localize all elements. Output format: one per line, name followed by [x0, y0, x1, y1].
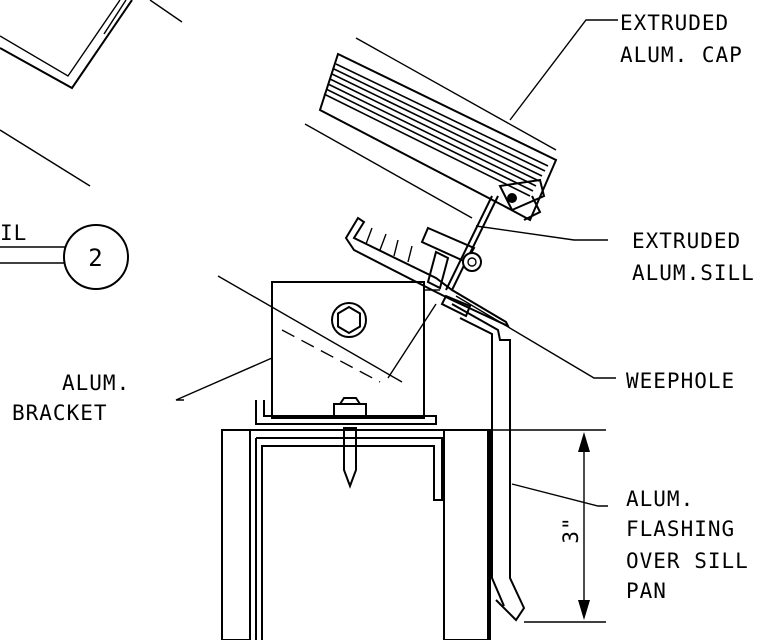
cap-stem	[445, 195, 499, 291]
sloped-glass-lines	[217, 37, 557, 383]
flashing-label-line1: ALUM.	[626, 487, 694, 511]
leaders	[175, 19, 618, 507]
weephole-label: WEEPHOLE	[626, 369, 735, 393]
sill-label-line1: EXTRUDED	[632, 229, 741, 253]
cap-label-line1: EXTRUDED	[620, 11, 729, 35]
dimension-3in: 3"	[490, 429, 606, 623]
flashing-label-line2: FLASHING	[626, 517, 735, 541]
detail-label-fragment: IL	[0, 221, 27, 245]
dimension-text: 3"	[559, 516, 583, 543]
alum-flashing	[451, 303, 526, 622]
flashing-label-line4: PAN	[626, 579, 667, 603]
detail-number: 2	[88, 244, 103, 272]
sill-label-line2: ALUM.SILL	[632, 261, 755, 285]
cap-label-line2: ALUM. CAP	[620, 43, 743, 67]
alum-bracket	[255, 281, 440, 425]
extruded-sill	[344, 216, 511, 329]
detail-bubble	[63, 224, 129, 290]
detail-reference: 2 IL	[0, 221, 129, 290]
bracket-bolt-head	[331, 302, 367, 338]
anchor-screw	[333, 397, 367, 489]
bracket-label-line2: BRACKET	[12, 401, 108, 425]
bracket-label-line1: ALUM.	[62, 371, 130, 395]
callout-labels: EXTRUDED ALUM. CAP EXTRUDED ALUM.SILL WE…	[12, 11, 755, 603]
extruded-cap	[318, 52, 558, 222]
flashing-label-line3: OVER SILL	[626, 549, 749, 573]
upper-left-glazing-fragment	[0, 0, 183, 187]
